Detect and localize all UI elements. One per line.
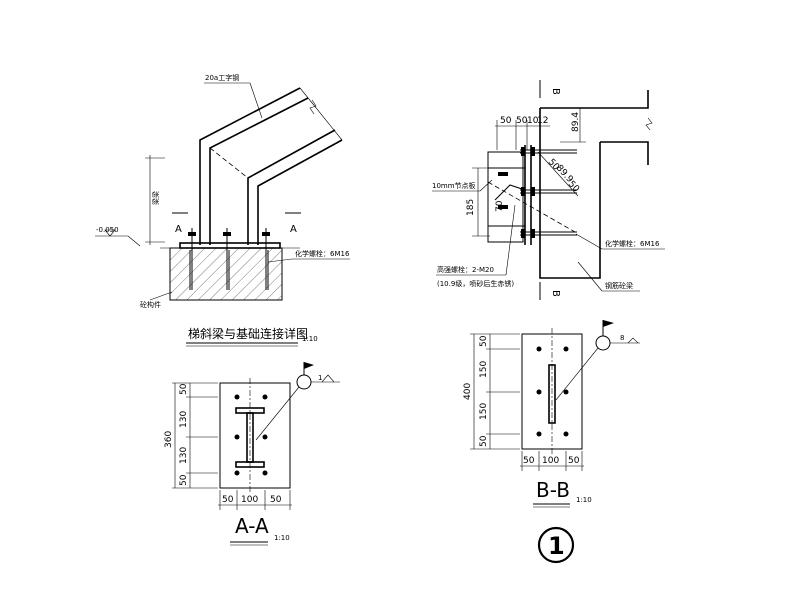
- stair-beam-elevation: 20a工字钢 梁梁 -0.050 A A: [95, 73, 350, 347]
- aa-flag-number: 1: [318, 374, 322, 382]
- aa-title: A-A: [235, 514, 269, 538]
- section-aa: 50 130 130 50 360 50 100 50 1 A-A 1:10: [164, 362, 340, 546]
- chem-bolt-label: 化学螺栓：6M16: [295, 249, 350, 258]
- rc-beam-label: 钢筋砼梁: [605, 281, 633, 290]
- side-label: 梁梁: [151, 191, 160, 205]
- aa-scale: 1:10: [274, 534, 290, 542]
- left-detail-title: 梯斜梁与基础连接详图: [188, 326, 308, 341]
- aa-dim-h3: 50: [270, 495, 282, 505]
- concrete-label: 砼构件: [140, 300, 161, 309]
- hs-bolt-label: 高强螺栓：2-M20: [437, 265, 494, 274]
- detail-number-text: 1: [548, 532, 565, 560]
- bb-dim-v4: 50: [479, 435, 489, 447]
- elevation-label: -0.050: [96, 226, 119, 234]
- left-detail-scale: 1:10: [302, 335, 318, 343]
- bb-flag-number: 8: [620, 334, 624, 342]
- section-mark-a-right: A: [290, 224, 297, 235]
- bb-dim-h2: 100: [542, 456, 559, 466]
- aa-dim-v4: 50: [179, 474, 189, 486]
- bb-dim-h1: 50: [523, 456, 535, 466]
- section-mark-a-left: A: [175, 224, 182, 235]
- bb-dim-total: 400: [463, 383, 473, 400]
- chem-bolts: [520, 147, 577, 238]
- rt-dim-1: 50: [500, 116, 512, 126]
- rt-dim-3: 10: [527, 116, 539, 126]
- aa-dim-h1: 50: [222, 495, 234, 505]
- rt-dim-70: 70: [495, 200, 505, 212]
- section-mark-b-bottom: B: [550, 290, 561, 297]
- bb-dim-v3: 150: [479, 403, 489, 420]
- rt-dim-2: 50: [516, 116, 528, 126]
- section-bb: 50 150 150 50 400 50 100 50 8 B-B 1:10: [463, 320, 640, 508]
- detail-number: 1: [537, 526, 575, 564]
- section-mark-b-top: B: [550, 88, 561, 95]
- aa-dim-h2: 100: [241, 495, 258, 505]
- aa-dim-v3: 130: [179, 447, 189, 464]
- anchor-bolts: [188, 228, 270, 290]
- aa-dim-v2: 130: [179, 411, 189, 428]
- beam-connection-elevation: B B 50 50 10 12 89.4: [432, 80, 665, 300]
- bb-dim-v1: 50: [479, 335, 489, 347]
- beam-label: 20a工字钢: [205, 73, 239, 82]
- rt-dim-89: 89.4: [571, 112, 581, 132]
- bb-dim-v2: 150: [479, 361, 489, 378]
- bb-dim-h3: 50: [568, 456, 580, 466]
- rt-dim-4: 12: [537, 116, 548, 126]
- rt-dim-185: 185: [466, 199, 476, 216]
- aa-dim-total: 360: [164, 431, 174, 448]
- node-plate-label: 10mm节点板: [432, 181, 476, 190]
- bb-title: B-B: [536, 478, 570, 502]
- rt-chem-bolt-label: 化学螺栓：6M16: [605, 239, 660, 248]
- hs-bolt-note: (10.9级，喷砂后生赤锈): [437, 279, 514, 288]
- aa-dim-v1: 50: [179, 383, 189, 395]
- bb-scale: 1:10: [576, 496, 592, 504]
